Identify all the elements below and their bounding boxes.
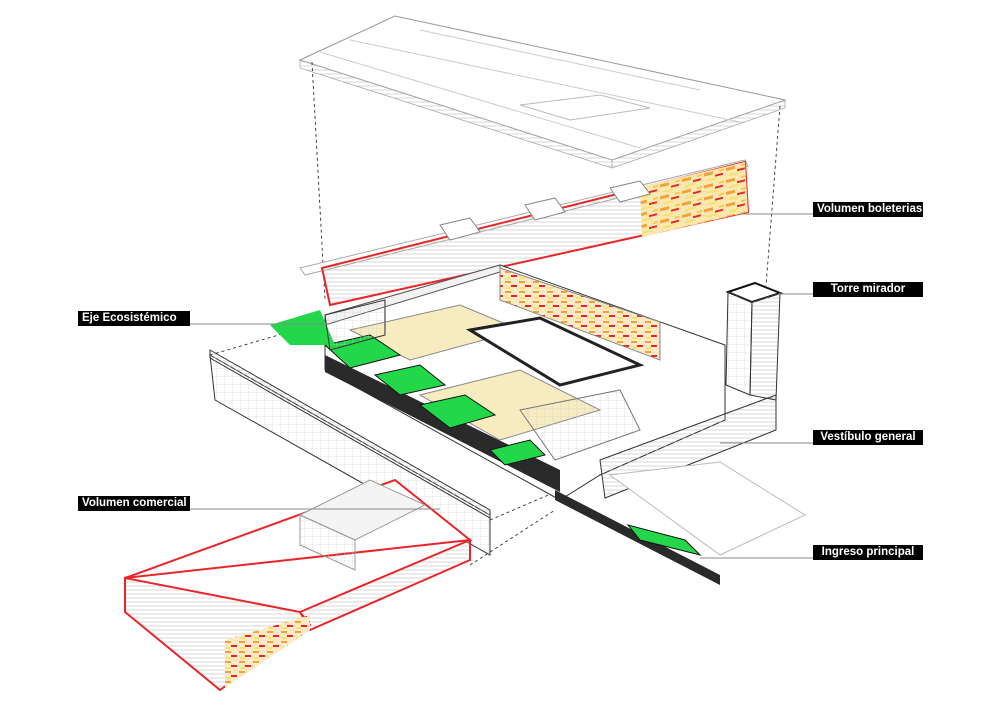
label-eje-ecosistemico: Eje Ecosistémico: [78, 311, 190, 326]
commercial-volume: [123, 478, 473, 692]
label-volumen-boleterias: Volumen boleterias: [813, 202, 923, 217]
label-ingreso-principal: Ingreso principal: [813, 545, 923, 560]
mirador-tower: [725, 281, 783, 401]
roof-structure: [298, 15, 787, 169]
main-building: [270, 264, 726, 501]
label-torre-mirador: Torre mirador: [813, 282, 923, 297]
label-vestibulo-general: Vestíbulo general: [813, 430, 923, 445]
boleterias-volume: [299, 159, 750, 307]
leader-lines: [190, 213, 813, 559]
main-entrance: [555, 461, 807, 585]
label-volumen-comercial: Volumen comercial: [78, 496, 190, 511]
